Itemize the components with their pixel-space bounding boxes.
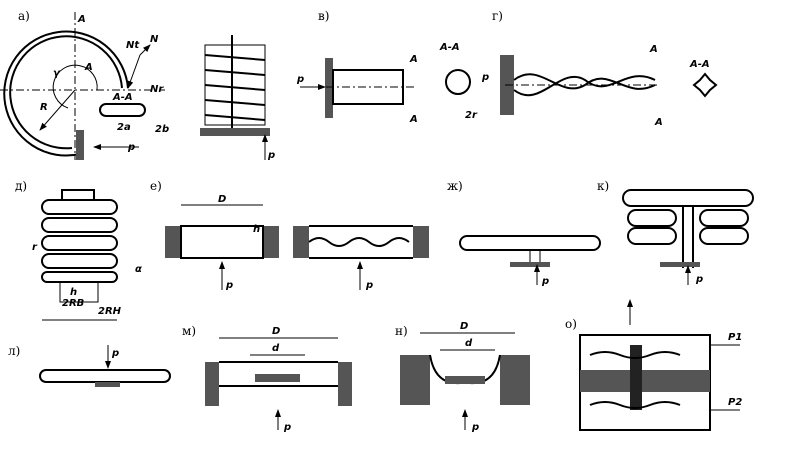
star-section	[692, 72, 718, 98]
panel-m: м) D d p	[182, 324, 352, 433]
label-2b: 2b	[155, 124, 169, 135]
label-a: A	[654, 117, 663, 128]
panel-e: е) D h p p	[150, 179, 429, 291]
label-gamma: γ	[53, 68, 61, 79]
label-a: A	[409, 54, 418, 65]
label-nt: Nt	[126, 40, 140, 51]
label-2a: 2a	[117, 122, 131, 133]
label-aa: A-A	[439, 42, 460, 53]
label-p: p	[225, 280, 233, 291]
label-d: D	[460, 321, 468, 332]
label-d-inner: d	[465, 338, 473, 349]
panel-k: к) p	[597, 179, 754, 285]
label-p: p	[283, 422, 291, 433]
label-p: p	[481, 72, 489, 83]
label-2r: 2r	[465, 110, 478, 121]
label-h: h	[70, 287, 77, 298]
label-p2: P2	[728, 397, 742, 408]
label-n: N	[150, 34, 159, 45]
label-arrow: A	[84, 62, 93, 73]
panel-label: г)	[492, 9, 503, 23]
rod-section	[445, 69, 471, 95]
label-r: R	[40, 102, 48, 113]
panel-g: г) p A A A-A	[481, 9, 718, 128]
label-h: h	[253, 224, 260, 235]
panel-label: о)	[565, 317, 577, 331]
label-2rh: 2RH	[98, 306, 122, 317]
panel-d: д) r h 2RB 2RH α	[15, 179, 142, 321]
panel-n: н) D d p	[395, 321, 530, 433]
label-p: p	[471, 422, 479, 433]
label-a: A	[649, 44, 658, 55]
panel-l: л) p	[8, 344, 171, 387]
panel-label: л)	[8, 344, 20, 358]
label-d: D	[272, 326, 280, 337]
panel-a-helix: p	[200, 35, 275, 161]
bourdon-tube	[3, 30, 129, 157]
panel-label: е)	[150, 179, 162, 193]
label-p: p	[127, 142, 135, 153]
label-2rb: 2RB	[62, 298, 84, 309]
panel-label: д)	[15, 179, 27, 193]
capsule	[459, 235, 601, 251]
label-p: p	[111, 348, 119, 359]
panel-label: м)	[182, 324, 196, 338]
tube-section	[99, 103, 146, 117]
panel-label: в)	[318, 9, 329, 23]
label-p1: P1	[728, 332, 742, 343]
label-alpha: α	[135, 264, 142, 275]
label-p: p	[695, 274, 703, 285]
panel-label: к)	[597, 179, 609, 193]
panel-label: ж)	[447, 179, 463, 193]
panel-zh: ж) p	[447, 179, 601, 287]
panel-o: о) P1 P2	[565, 299, 742, 431]
panel-v: в) p A A A-A 2r	[296, 9, 478, 125]
panel-a: а) A Nt N Nr γ A R A-A 2a 2b p	[0, 9, 169, 160]
label-aa: A-A	[689, 59, 710, 70]
label-p: p	[296, 74, 304, 85]
label-d-inner: d	[272, 343, 280, 354]
panel-label: н)	[395, 324, 408, 338]
label-nr: Nr	[150, 84, 164, 95]
label-p: p	[267, 150, 275, 161]
label-r: r	[32, 242, 38, 253]
label-p: p	[365, 280, 373, 291]
label-section: A	[77, 14, 86, 25]
panel-label: а)	[18, 9, 30, 23]
membrane	[180, 225, 264, 259]
label-a: A	[409, 114, 418, 125]
label-aa: A-A	[112, 92, 133, 103]
label-p: p	[541, 276, 549, 287]
label-d: D	[218, 194, 226, 205]
